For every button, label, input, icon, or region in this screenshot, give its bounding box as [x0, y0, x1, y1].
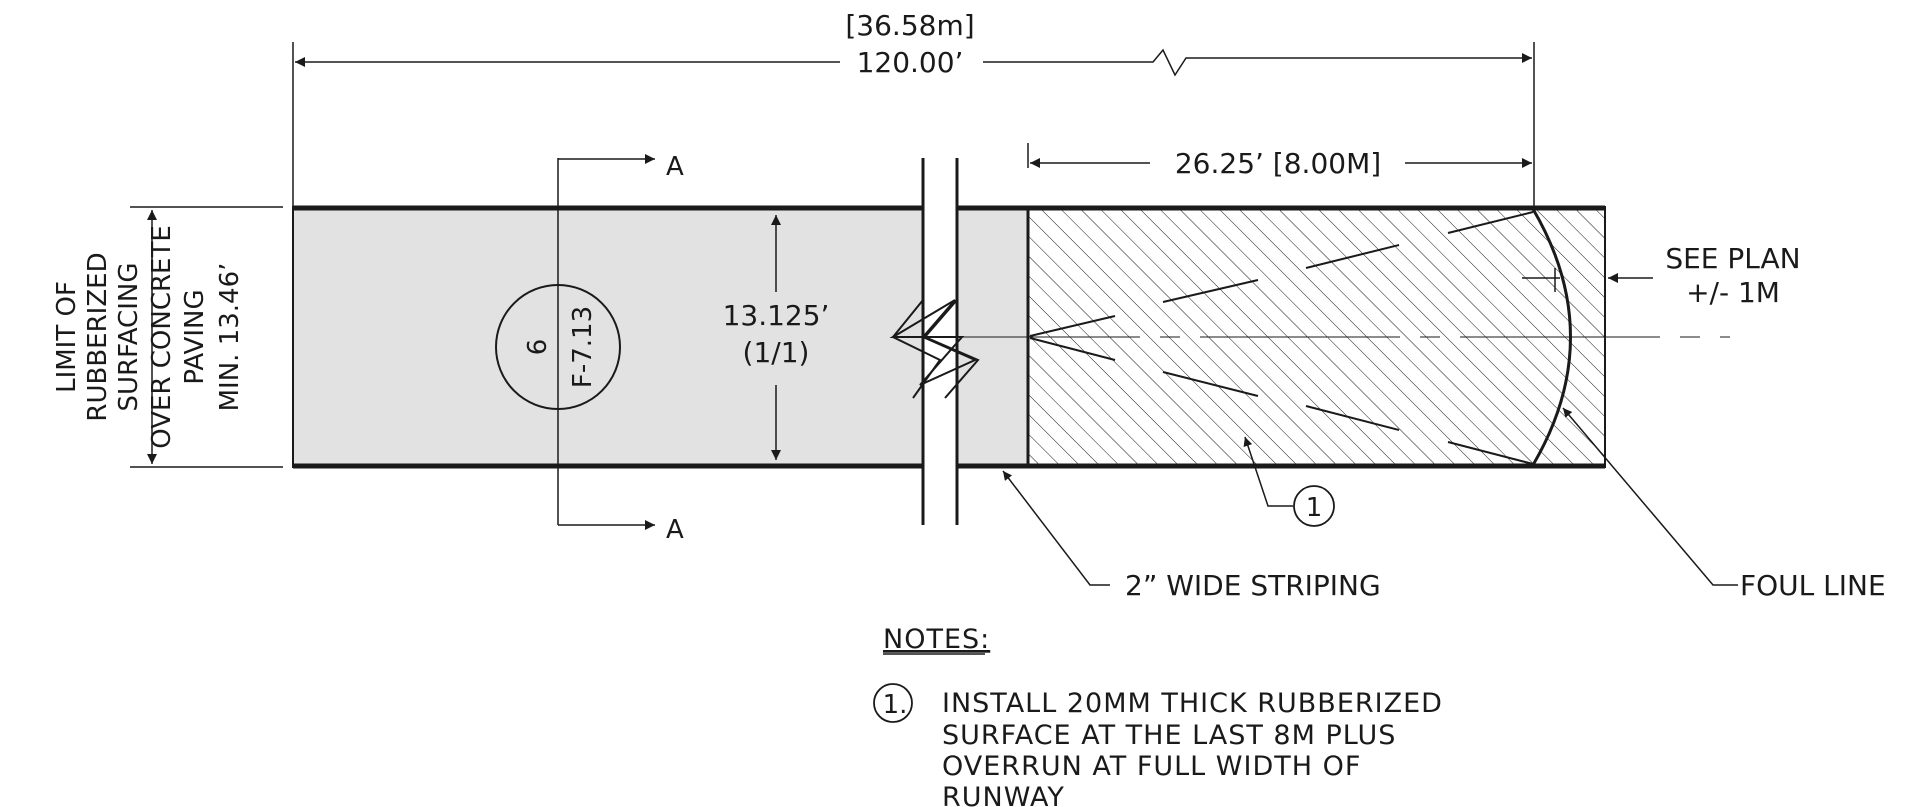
arrow-stroke — [1029, 315, 1116, 337]
side-label-line-6: MIN. 13.46’ — [215, 263, 245, 412]
see-plan-line-1: SEE PLAN — [1665, 242, 1800, 275]
foul-line-arc — [1531, 208, 1572, 466]
rubberized-length-label: 26.25’ [8.00M] — [1175, 147, 1381, 180]
striping-leader — [1002, 470, 1110, 586]
note-line-2: SURFACE AT THE LAST 8M PLUS — [942, 720, 1396, 751]
detail-sheet: F-7.13 — [568, 306, 598, 388]
detail-number: 6 — [523, 339, 553, 356]
side-label-line-1: LIMIT OF — [52, 281, 82, 393]
side-label-line-5: PAVING — [180, 289, 210, 384]
foul-line-callout: FOUL LINE — [1562, 407, 1886, 602]
approach-arrows — [1029, 211, 1534, 465]
see-plan-line-2: +/- 1M — [1686, 276, 1780, 309]
side-dimension: LIMIT OF RUBBERIZED SURFACING OVER CONCR… — [52, 206, 283, 468]
overall-metric-label: [36.58m] — [845, 9, 974, 42]
side-label-line-3: SURFACING — [114, 263, 144, 412]
note-marker-leader — [1243, 436, 1293, 507]
arrow-stroke — [1162, 371, 1259, 397]
arrow-stroke — [1305, 244, 1400, 269]
note-marker-circle — [1293, 485, 1335, 527]
section-mark-bottom: A — [666, 515, 684, 545]
foul-line-leader — [1562, 407, 1738, 586]
arrow-stroke — [1162, 279, 1259, 303]
foul-line-label: FOUL LINE — [1740, 569, 1886, 602]
arrow-stroke — [1447, 211, 1534, 234]
note-marker-number: 1 — [1306, 493, 1323, 523]
note-marker-callout: 1 — [1243, 436, 1335, 527]
lane-body — [292, 158, 1606, 525]
dimension-line-right — [983, 48, 1532, 77]
notes-heading: NOTES: — [883, 624, 990, 655]
break-zigzag-outline — [891, 299, 980, 399]
overall-dimension: [36.58m] 120.00’ — [292, 9, 1535, 206]
overall-imperial-label: 120.00’ — [857, 46, 964, 79]
arrow-stroke — [1447, 441, 1534, 465]
arrow-stroke — [1305, 405, 1400, 431]
section-mark-top: A — [666, 152, 684, 182]
lane-ratio-label: (1/1) — [743, 336, 810, 369]
striping-label: 2” WIDE STRIPING — [1125, 569, 1381, 602]
note-line-3: OVERRUN AT FULL WIDTH OF — [942, 751, 1361, 782]
lane-width-dimension: 13.125’ (1/1) — [723, 215, 830, 460]
notes-marker-circle — [873, 683, 913, 723]
arrow-stroke — [1029, 337, 1116, 361]
note-line-4: RUNWAY — [942, 782, 1065, 807]
see-plan-callout: SEE PLAN +/- 1M — [1522, 242, 1801, 309]
notes-marker-number: 1. — [883, 690, 908, 720]
lane-width-label: 13.125’ — [723, 299, 830, 332]
rubberized-length-dimension: 26.25’ [8.00M] — [1027, 143, 1532, 180]
striping-callout: 2” WIDE STRIPING — [1002, 470, 1381, 602]
notes-block: NOTES: 1. INSTALL 20MM THICK RUBBERIZED … — [873, 624, 1443, 807]
side-label-line-2: RUBBERIZED — [83, 252, 113, 421]
detail-bubble: 6 F-7.13 — [495, 284, 621, 410]
side-label-line-4: OVER CONCRETE — [147, 225, 177, 449]
note-line-1: INSTALL 20MM THICK RUBBERIZED — [942, 688, 1443, 719]
